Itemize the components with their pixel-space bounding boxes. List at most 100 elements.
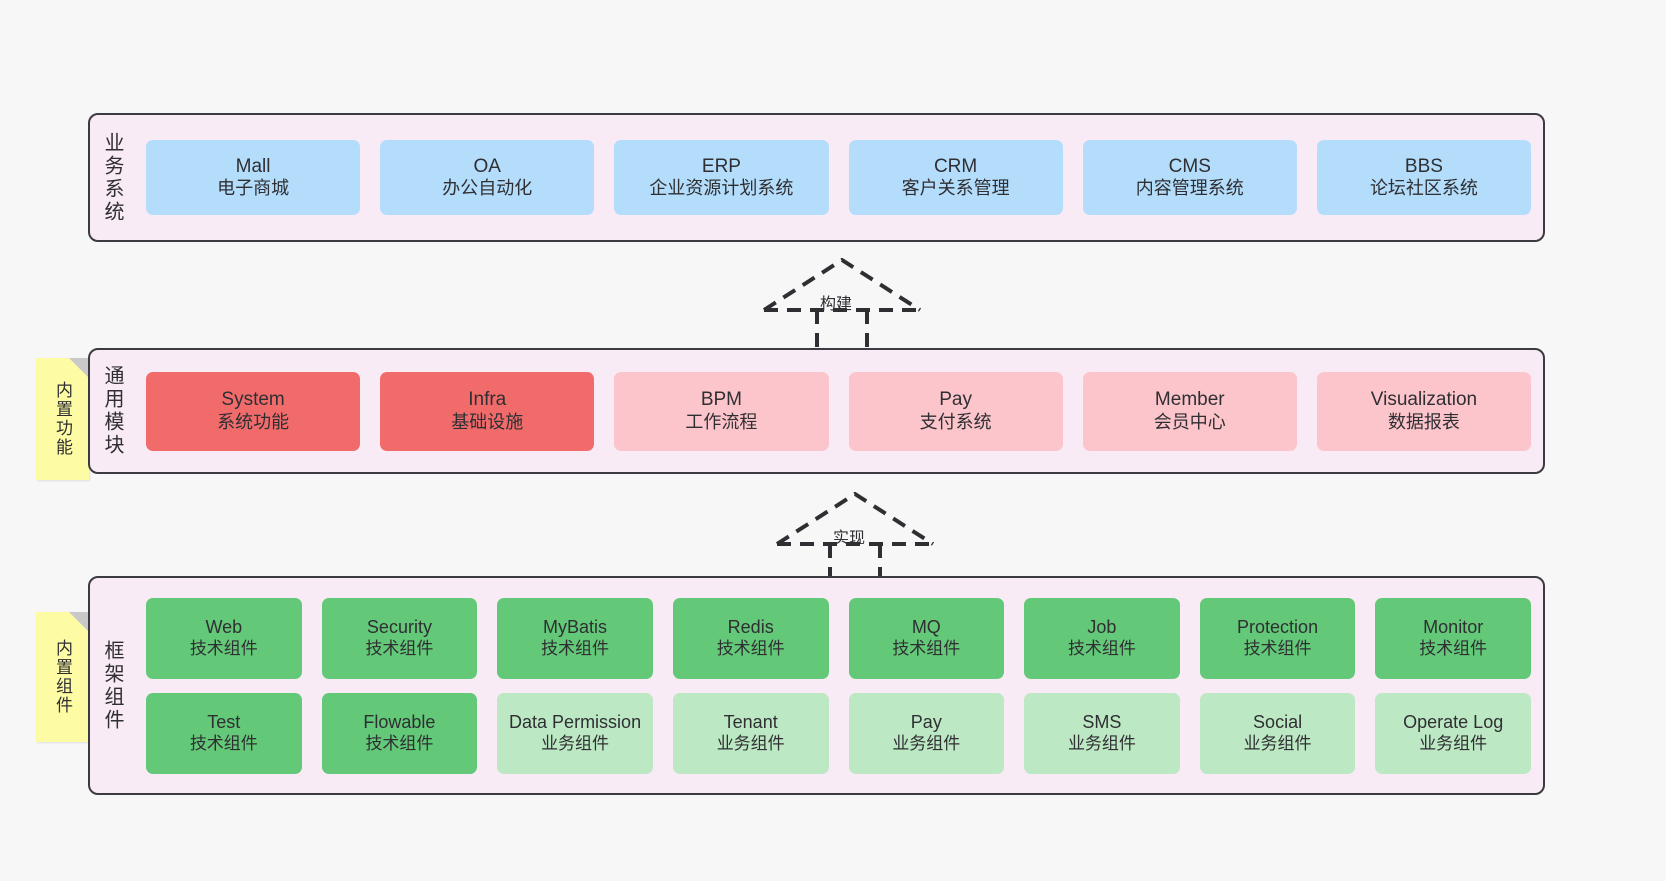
card-title: Test [207, 712, 241, 733]
card-subtitle: 业务组件 [716, 733, 785, 753]
card-subtitle: 技术组件 [1243, 638, 1312, 658]
sticky-label: 内置功能 [53, 381, 72, 457]
card-bbs[interactable]: BBS 论坛社区系统 [1316, 140, 1532, 215]
card-sms[interactable]: SMS 业务组件 [1024, 692, 1180, 774]
card-subtitle: 业务组件 [1243, 733, 1312, 753]
sticky-label: 内置组件 [53, 639, 72, 715]
card-subtitle: 客户关系管理 [901, 178, 1010, 199]
card-subtitle: 业务组件 [892, 733, 961, 753]
card-subtitle: 技术组件 [1067, 638, 1136, 658]
business-card-row: Mall 电子商城 OA 办公自动化 ERP 企业资源计划系统 CRM 客户关系… [146, 140, 1532, 215]
card-visualization[interactable]: Visualization 数据报表 [1316, 371, 1532, 451]
connector-build-label: 构建 [820, 296, 853, 313]
card-subtitle: 业务组件 [1067, 733, 1136, 753]
layer-body-business: Mall 电子商城 OA 办公自动化 ERP 企业资源计划系统 CRM 客户关系… [134, 115, 1543, 240]
card-title: Visualization [1370, 389, 1478, 411]
card-oa[interactable]: OA 办公自动化 [380, 140, 595, 215]
card-title: Monitor [1423, 617, 1484, 638]
card-member[interactable]: Member 会员中心 [1082, 371, 1297, 451]
card-subtitle: 技术组件 [892, 638, 961, 658]
card-monitor[interactable]: Monitor 技术组件 [1375, 597, 1531, 679]
card-subtitle: 业务组件 [541, 733, 610, 753]
card-subtitle: 技术组件 [716, 638, 785, 658]
card-cms[interactable]: CMS 内容管理系统 [1082, 140, 1297, 215]
card-title: CMS [1168, 155, 1211, 177]
connector-build: 构建 [762, 258, 922, 353]
layer-title-business: 业务系统 [101, 131, 123, 224]
card-title: Job [1087, 617, 1117, 638]
card-flowable[interactable]: Flowable 技术组件 [321, 692, 478, 774]
card-mybatis[interactable]: MyBatis 技术组件 [497, 597, 653, 679]
sticky-note-builtin-functions: 内置功能 [36, 358, 89, 480]
card-data-permission[interactable]: Data Permission 业务组件 [497, 692, 653, 774]
card-title: Mall [235, 155, 271, 177]
card-subtitle: 技术组件 [365, 638, 434, 658]
card-title: System [221, 389, 285, 411]
card-tenant[interactable]: Tenant 业务组件 [672, 692, 829, 774]
card-title: Pay [939, 389, 972, 411]
card-title: ERP [701, 155, 741, 177]
layer-common-modules: 通用模块 System 系统功能 Infra 基础设施 BPM 工作流程 Pay… [88, 348, 1545, 474]
card-social[interactable]: Social 业务组件 [1199, 692, 1356, 774]
card-title: Redis [727, 617, 774, 638]
card-title: Operate Log [1403, 712, 1504, 733]
framework-card-row-1: Web 技术组件 Security 技术组件 MyBatis 技术组件 Redi… [146, 597, 1531, 679]
card-title: Social [1253, 712, 1303, 733]
card-security[interactable]: Security 技术组件 [321, 597, 478, 679]
card-infra[interactable]: Infra 基础设施 [380, 371, 595, 451]
card-title: Protection [1237, 617, 1319, 638]
connector-implement: 实现 [775, 492, 935, 587]
card-subtitle: 业务组件 [1419, 733, 1488, 753]
card-operate-log[interactable]: Operate Log 业务组件 [1375, 692, 1531, 774]
card-subtitle: 工作流程 [685, 411, 758, 432]
card-subtitle: 技术组件 [541, 638, 610, 658]
card-title: OA [473, 155, 501, 177]
card-subtitle: 论坛社区系统 [1369, 178, 1478, 199]
sticky-fold-icon [69, 612, 89, 632]
card-bpm[interactable]: BPM 工作流程 [614, 371, 829, 451]
card-subtitle: 电子商城 [217, 178, 290, 199]
card-title: Data Permission [509, 712, 642, 733]
card-title: SMS [1082, 712, 1122, 733]
layer-framework-components: 框架组件 Web 技术组件 Security 技术组件 MyBatis 技术组件… [88, 576, 1545, 795]
card-subtitle: 企业资源计划系统 [649, 178, 794, 199]
card-title: Infra [468, 389, 507, 411]
card-redis[interactable]: Redis 技术组件 [672, 597, 829, 679]
card-test[interactable]: Test 技术组件 [146, 692, 302, 774]
card-title: Member [1154, 389, 1225, 411]
card-protection[interactable]: Protection 技术组件 [1199, 597, 1356, 679]
card-title: Web [205, 617, 243, 638]
card-title: Tenant [723, 712, 778, 733]
card-web[interactable]: Web 技术组件 [146, 597, 302, 679]
card-crm[interactable]: CRM 客户关系管理 [848, 140, 1063, 215]
card-mall[interactable]: Mall 电子商城 [146, 140, 361, 215]
card-job[interactable]: Job 技术组件 [1024, 597, 1180, 679]
modules-card-row: System 系统功能 Infra 基础设施 BPM 工作流程 Pay 支付系统… [146, 371, 1532, 451]
layer-body-modules: System 系统功能 Infra 基础设施 BPM 工作流程 Pay 支付系统… [134, 350, 1543, 472]
card-subtitle: 技术组件 [189, 638, 258, 658]
card-title: Security [366, 617, 432, 638]
layer-title-modules: 通用模块 [101, 365, 123, 457]
sticky-note-builtin-components: 内置组件 [36, 612, 89, 742]
layer-body-framework: Web 技术组件 Security 技术组件 MyBatis 技术组件 Redi… [134, 578, 1543, 793]
card-title: Pay [910, 712, 942, 733]
sticky-fold-icon [69, 358, 89, 378]
card-subtitle: 办公自动化 [442, 178, 533, 199]
card-mq[interactable]: MQ 技术组件 [848, 597, 1005, 679]
card-erp[interactable]: ERP 企业资源计划系统 [614, 140, 829, 215]
card-pay[interactable]: Pay 支付系统 [848, 371, 1063, 451]
card-subtitle: 技术组件 [1419, 638, 1488, 658]
card-title: BBS [1404, 155, 1443, 177]
card-system[interactable]: System 系统功能 [146, 371, 361, 451]
card-title: MQ [911, 617, 941, 638]
card-subtitle: 会员中心 [1153, 411, 1226, 432]
layer-title-framework: 框架组件 [101, 639, 123, 732]
card-subtitle: 系统功能 [217, 411, 290, 432]
card-subtitle: 内容管理系统 [1135, 178, 1244, 199]
card-pay-component[interactable]: Pay 业务组件 [848, 692, 1005, 774]
card-title: BPM [700, 389, 743, 411]
card-title: MyBatis [543, 617, 608, 638]
card-title: Flowable [363, 712, 436, 733]
layer-business-systems: 业务系统 Mall 电子商城 OA 办公自动化 ERP 企业资源计划系统 CRM… [88, 113, 1545, 242]
